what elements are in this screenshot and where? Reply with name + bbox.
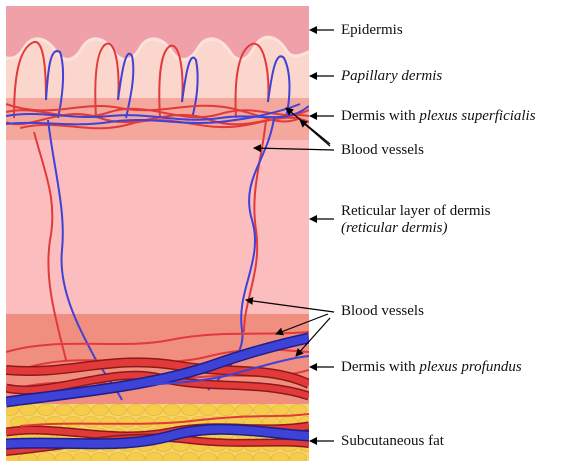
fat-cell: [272, 453, 289, 464]
fat-cell: [164, 405, 181, 416]
fat-cell: [218, 453, 235, 464]
fat-cell: [200, 405, 217, 416]
fat-cell: [74, 405, 91, 416]
label-subcutaneous-fat: Subcutaneous fat: [341, 433, 444, 450]
fat-cell: [128, 453, 145, 464]
fat-cell: [236, 405, 253, 416]
label-reticular-layer: Reticular layer of dermis: [341, 203, 491, 220]
label-reticular-dermis: (reticular dermis): [341, 220, 448, 237]
fat-cell: [272, 405, 289, 416]
fat-cell: [56, 405, 73, 416]
label-blood-vessels-top: Blood vessels: [341, 142, 424, 159]
label-plexus-profundus-term: plexus profundus: [419, 359, 521, 375]
fat-cell: [218, 405, 235, 416]
fat-cell: [65, 417, 82, 428]
fat-cell: [83, 417, 100, 428]
fat-cell: [20, 405, 37, 416]
fat-cell: [236, 453, 253, 464]
fat-cell: [200, 453, 217, 464]
label-plexus-superficialis-term: plexus superficialis: [419, 108, 535, 124]
fat-cell: [119, 417, 136, 428]
label-blood-vessels-bottom: Blood vessels: [341, 303, 424, 320]
fat-cell: [254, 453, 271, 464]
fat-cell: [137, 417, 154, 428]
fat-cell: [182, 453, 199, 464]
fat-cell: [146, 453, 163, 464]
fat-cell: [164, 453, 181, 464]
fat-cell: [110, 453, 127, 464]
label-epidermis: Epidermis: [341, 22, 403, 39]
label-papillary-dermis: Papillary dermis: [341, 68, 442, 85]
label-plexus-superficialis: Dermis with plexus superficialis: [341, 108, 536, 125]
fat-cell: [74, 453, 91, 464]
fat-cell: [92, 453, 109, 464]
label-plexus-superficialis-prefix: Dermis with: [341, 108, 419, 124]
fat-cell: [47, 417, 64, 428]
fat-cell: [56, 453, 73, 464]
fat-cell: [38, 453, 55, 464]
fat-cell: [92, 405, 109, 416]
fat-cell: [254, 405, 271, 416]
fat-cell: [290, 453, 307, 464]
fat-cell: [101, 417, 118, 428]
fat-cell: [146, 405, 163, 416]
fat-cell: [128, 405, 145, 416]
fat-cell: [110, 405, 127, 416]
fat-cell: [182, 405, 199, 416]
fat-cell: [38, 405, 55, 416]
label-plexus-profundus-prefix: Dermis with: [341, 359, 419, 375]
label-plexus-profundus: Dermis with plexus profundus: [341, 359, 522, 376]
